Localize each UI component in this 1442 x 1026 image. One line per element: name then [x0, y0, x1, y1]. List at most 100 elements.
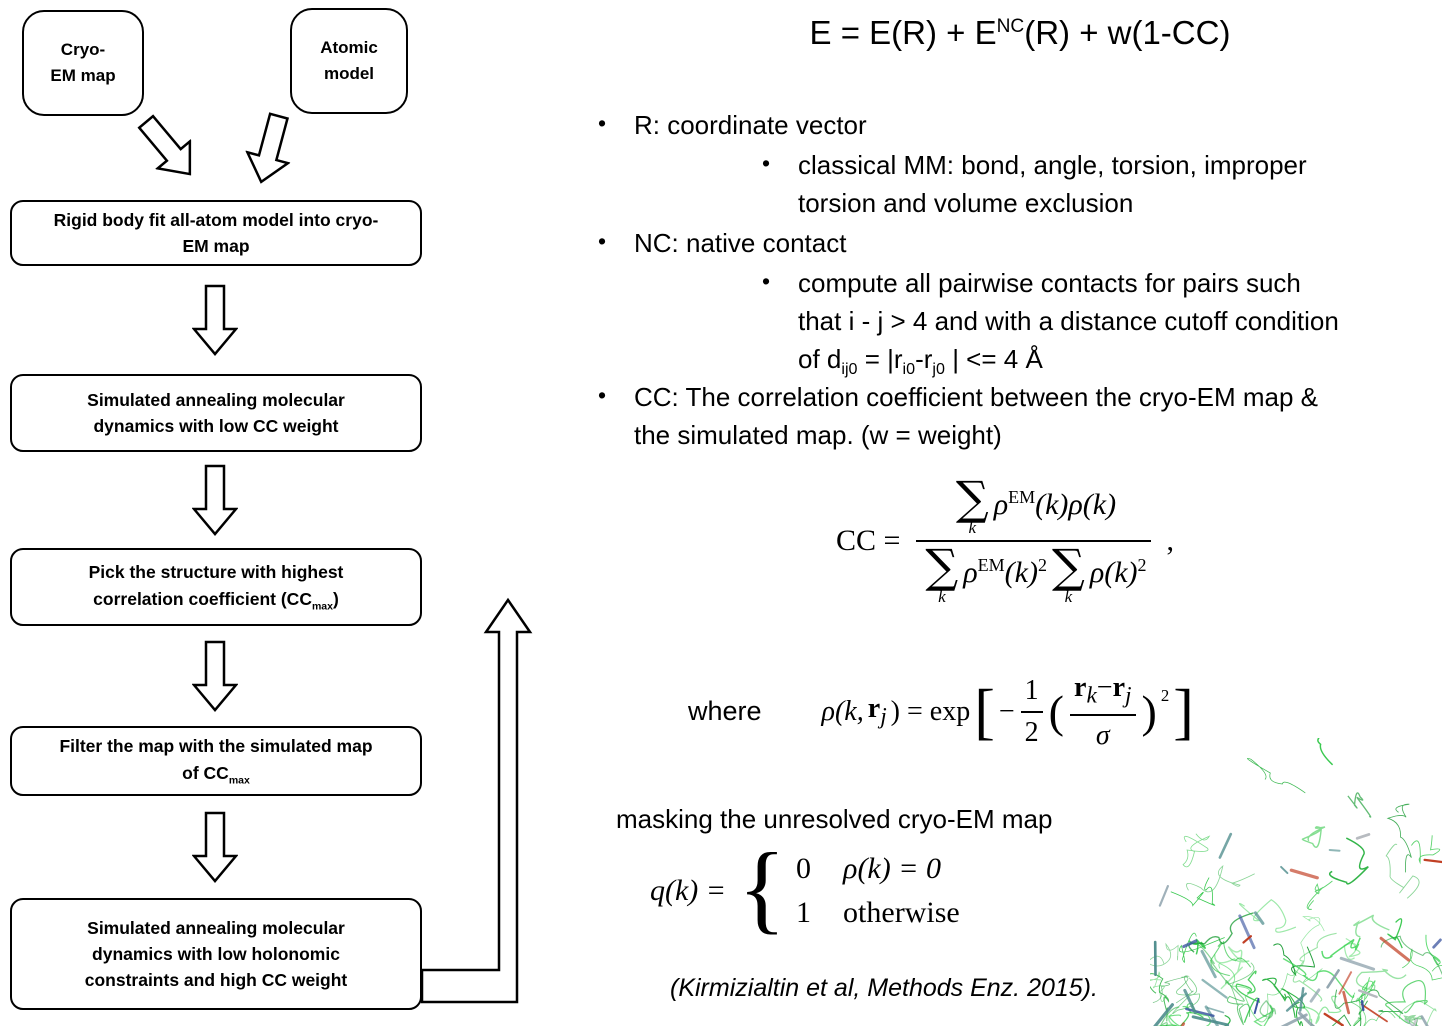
- bullet-text-with-subscripts: of dij0 = |ri0-rj0 | <= 4 Å: [798, 340, 1339, 388]
- flow-box-line: Atomic: [320, 37, 378, 57]
- flow-box-sa-high-cc: Simulated annealing molecular dynamics w…: [10, 898, 422, 1010]
- bullet-text: compute all pairwise contacts for pairs …: [798, 268, 1301, 298]
- superscript-2: 2: [1037, 555, 1047, 576]
- math-token: ρ(k): [1068, 488, 1117, 522]
- bullet-cc: • CC: The correlation coefficient betwee…: [598, 378, 1318, 454]
- case-value: 1: [796, 896, 812, 929]
- flow-box-atomic-model: Atomic model: [290, 8, 408, 114]
- math-token: | <= 4 Å: [944, 344, 1043, 374]
- math-token: ρ(k,: [821, 695, 864, 727]
- flow-arrow-down-icon: [192, 284, 238, 356]
- flow-box-line: Simulated annealing molecular: [87, 917, 345, 938]
- math-token: ) = exp: [890, 695, 971, 727]
- math-token: ρ(k): [1089, 556, 1138, 590]
- math-token: of d: [798, 344, 842, 374]
- vector-r: r: [1112, 672, 1126, 703]
- subscript: k: [1086, 682, 1097, 709]
- bullet-r: • R: coordinate vector: [598, 106, 867, 144]
- right-bracket: ]: [1173, 677, 1194, 746]
- where-label: where: [688, 696, 762, 727]
- minus-sign: −: [998, 695, 1015, 727]
- flow-arrow-diagonal-right-icon: [245, 112, 291, 184]
- bullet-text: that i - j > 4 and with a distance cutof…: [798, 306, 1339, 336]
- flow-box-rigid-fit: Rigid body fit all-atom model into cryo-…: [10, 200, 422, 266]
- math-token: (k): [1004, 556, 1038, 590]
- flow-box-line: Simulated annealing molecular: [87, 389, 345, 410]
- math-token: -r: [915, 344, 933, 374]
- flow-box-line: dynamics with low holonomic: [92, 943, 340, 964]
- math-token: (k): [1035, 488, 1069, 522]
- subscript: j0: [932, 360, 945, 379]
- flow-box-pick-structure: Pick the structure with highest correlat…: [10, 548, 422, 626]
- subscript: j: [1125, 682, 1132, 709]
- flow-box-line: constraints and high CC weight: [84, 970, 348, 991]
- flow-box-line: Pick the structure with highest: [88, 562, 344, 583]
- subscript: j: [880, 703, 887, 730]
- curly-brace-icon: {: [738, 832, 787, 943]
- flow-box-line: Cryo-: [60, 39, 106, 59]
- bullet-text: torsion and volume exclusion: [798, 188, 1134, 218]
- bullet-nc: • NC: native contact: [598, 224, 846, 262]
- flow-box-line: of CCmax: [182, 760, 250, 789]
- sigma-icon: ∑: [925, 539, 959, 594]
- citation: (Kirmizialtin et al, Methods Enz. 2015).: [670, 974, 1098, 1002]
- flow-box-line: EM map: [182, 236, 250, 256]
- sigma-icon: ∑: [955, 471, 989, 525]
- fraction-bar: [1070, 713, 1136, 716]
- flow-box-line: Rigid body fit all-atom model into cryo-: [53, 209, 379, 230]
- bullet-text: classical MM: bond, angle, torsion, impr…: [798, 150, 1307, 180]
- comma: ,: [1166, 524, 1175, 558]
- bullet-icon: •: [598, 382, 607, 408]
- subscript: ij0: [841, 360, 858, 379]
- flow-arrow-down-icon: [192, 811, 238, 883]
- superscript-em: EM: [1008, 487, 1036, 508]
- molecular-structure-image: [1150, 738, 1442, 1026]
- minus-sign: −: [1096, 672, 1113, 703]
- flow-arrow-diagonal-left-icon: [137, 114, 192, 176]
- fraction-bar: [1020, 710, 1043, 713]
- flow-box-line: model: [323, 64, 375, 83]
- flow-box-line-part: correlation coefficient (CC: [93, 588, 312, 609]
- math-token: = |r: [857, 344, 903, 374]
- fraction-numerator: rk−rj: [1068, 672, 1138, 710]
- energy-equation: E = E(R) + ENC(R) + w(1-CC): [730, 14, 1310, 52]
- case-value: 0: [796, 852, 812, 885]
- bullet-icon: •: [762, 268, 771, 294]
- fraction: rk−rj σ: [1068, 672, 1138, 752]
- flow-box-line-part: ): [332, 588, 339, 609]
- case-condition: otherwise: [843, 896, 960, 929]
- flow-box-line: correlation coefficient (CCmax): [93, 586, 339, 615]
- sigma-icon: ∑: [1051, 539, 1085, 594]
- sum-index: k: [968, 518, 977, 538]
- math-token: q(k) =: [650, 874, 727, 907]
- flow-arrow-down-icon: [192, 640, 238, 712]
- left-paren: (: [1048, 685, 1064, 737]
- bullet-text: R: coordinate vector: [634, 110, 867, 140]
- fraction-numerator: 1: [1024, 674, 1039, 706]
- math-token: ρ: [993, 488, 1009, 522]
- math-token: ρ: [963, 556, 978, 590]
- math-token: CC =: [835, 524, 901, 558]
- left-bracket: [: [974, 677, 995, 746]
- flow-box-cryo-em-map: Cryo- EM map: [22, 10, 144, 116]
- flow-loop-back-arrow-icon: [420, 597, 533, 1004]
- sum-index: k: [1064, 586, 1073, 606]
- sum-symbol: ∑k: [1051, 539, 1085, 606]
- math-token: rj: [868, 693, 887, 731]
- bullet-r-sub: • classical MM: bond, angle, torsion, im…: [762, 146, 1307, 222]
- flow-box-line: Filter the map with the simulated map: [59, 736, 373, 757]
- masking-caption: masking the unresolved cryo-EM map: [616, 804, 1053, 834]
- sum-index: k: [938, 586, 946, 606]
- sum-symbol: ∑k: [925, 539, 959, 606]
- bullet-text: the simulated map. (w = weight): [634, 420, 1002, 450]
- flow-box-line: dynamics with low CC weight: [93, 416, 339, 436]
